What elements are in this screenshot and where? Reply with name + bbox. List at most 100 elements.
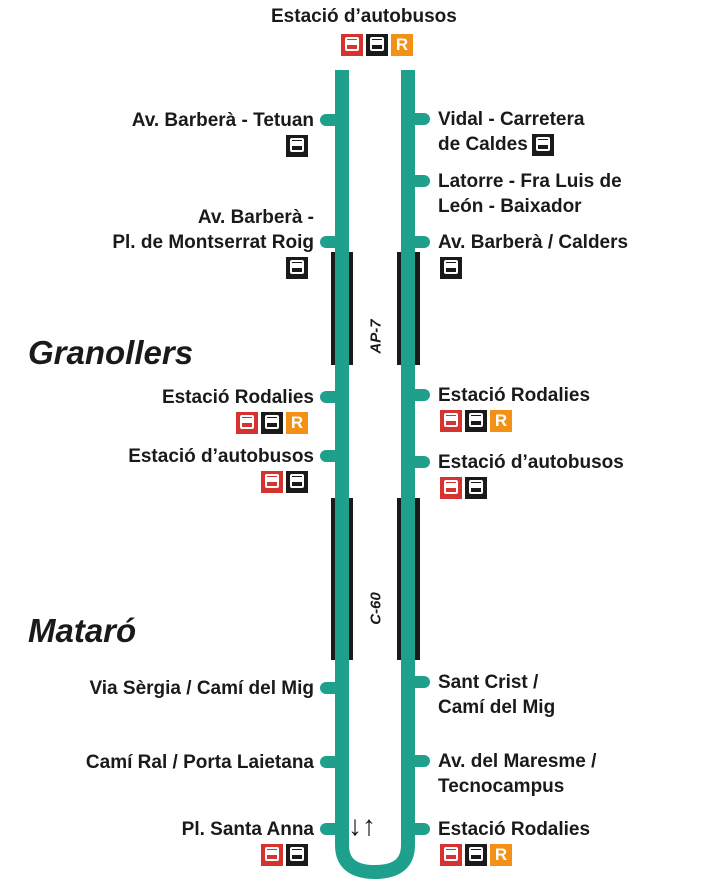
stop-name-line: Estació d’autobusos bbox=[128, 446, 314, 467]
left-stop-marker-2 bbox=[320, 391, 342, 403]
city-label-granollers: Granollers bbox=[28, 334, 194, 371]
highway-bar-0 bbox=[331, 252, 337, 365]
stop-name-line: Estació Rodalies bbox=[438, 819, 591, 840]
right-stop-label[interactable]: Av. del Maresme / Tecnocampus bbox=[438, 749, 596, 799]
bus-icon bbox=[465, 477, 487, 499]
right-stop-icons bbox=[440, 477, 487, 499]
rail-icon: R bbox=[490, 410, 512, 432]
intercity-bus-icon bbox=[440, 844, 462, 866]
stop-name-line: Sant Crist / bbox=[438, 672, 539, 693]
highway-bar-2 bbox=[397, 252, 401, 365]
stop-name-line: Av. Barberà - Tetuan bbox=[131, 110, 314, 131]
highway-bar-4 bbox=[331, 498, 337, 660]
right-stop-marker-6 bbox=[408, 755, 430, 767]
left-stop-marker-4 bbox=[320, 682, 342, 694]
highway-bar-5 bbox=[349, 498, 353, 660]
stop-name-line: Camí Ral / Porta Laietana bbox=[85, 752, 314, 773]
right-stop-marker-3 bbox=[408, 389, 430, 401]
left-stop-label[interactable]: Camí Ral / Porta Laietana bbox=[86, 750, 314, 775]
intercity-bus-icon bbox=[236, 412, 258, 434]
right-stop-icons bbox=[531, 133, 554, 156]
left-stop-label[interactable]: Estació d’autobusos bbox=[128, 444, 314, 469]
rail-icon: R bbox=[391, 34, 413, 56]
right-stop-marker-1 bbox=[408, 175, 430, 187]
bus-icon bbox=[366, 34, 388, 56]
highway-segments bbox=[331, 252, 420, 660]
stop-name-line: Latorre - Fra Luis de bbox=[438, 171, 622, 192]
right-stop-icons bbox=[440, 257, 462, 279]
stop-name-line: Av. Barberà / Calders bbox=[438, 232, 629, 253]
right-stop-label[interactable]: Estació Rodalies bbox=[438, 817, 590, 842]
top-stop-label[interactable]: Estació d’autobusos bbox=[271, 6, 457, 27]
right-stop-marker-0 bbox=[408, 113, 430, 125]
highway-label-ap7: AP-7 bbox=[367, 319, 385, 354]
stop-name-line: Camí del Mig bbox=[438, 697, 556, 718]
left-stop-label[interactable]: Av. Barberà - Pl. de Montserrat Roig bbox=[112, 205, 314, 255]
stop-name-line: Estació Rodalies bbox=[438, 385, 591, 406]
bus-icon bbox=[465, 410, 487, 432]
rail-icon: R bbox=[490, 844, 512, 866]
direction-arrows: ↓↑ bbox=[348, 810, 376, 841]
highway-bar-7 bbox=[414, 498, 420, 660]
bus-icon bbox=[286, 135, 308, 157]
right-stop-marker-7 bbox=[408, 823, 430, 835]
right-stop-label[interactable]: Estació Rodalies bbox=[438, 383, 590, 408]
right-stop-marker-2 bbox=[408, 236, 430, 248]
intercity-bus-icon bbox=[341, 34, 363, 56]
highway-bar-6 bbox=[397, 498, 401, 660]
left-stop-marker-6 bbox=[320, 823, 342, 835]
top-stop-icons: R bbox=[341, 34, 413, 56]
route-line bbox=[335, 70, 415, 880]
left-stop-label[interactable]: Estació Rodalies bbox=[162, 385, 314, 410]
stop-name-line: de Caldes bbox=[438, 132, 584, 157]
stop-markers bbox=[320, 113, 430, 835]
left-stop-label[interactable]: Pl. Santa Anna bbox=[182, 817, 314, 842]
left-stop-icons bbox=[286, 135, 308, 157]
right-stop-label[interactable]: Vidal - Carretera de Caldes bbox=[438, 107, 584, 157]
right-stop-marker-4 bbox=[408, 456, 430, 468]
left-stop-label[interactable]: Av. Barberà - Tetuan bbox=[132, 108, 314, 133]
highway-bar-1 bbox=[349, 252, 353, 365]
left-stop-marker-1 bbox=[320, 236, 342, 248]
bus-icon bbox=[261, 412, 283, 434]
bus-icon bbox=[286, 471, 308, 493]
left-stop-label[interactable]: Via Sèrgia / Camí del Mig bbox=[89, 676, 314, 701]
left-stop-marker-3 bbox=[320, 450, 342, 462]
stop-name-line: Av. Barberà - bbox=[197, 207, 314, 228]
stop-name-line: Pl. Santa Anna bbox=[181, 819, 314, 840]
stop-name-line: Pl. de Montserrat Roig bbox=[112, 232, 314, 253]
city-label-mataro: Mataró bbox=[28, 612, 137, 649]
intercity-bus-icon bbox=[440, 410, 462, 432]
right-stop-label[interactable]: Estació d’autobusos bbox=[438, 450, 624, 475]
left-stop-marker-5 bbox=[320, 756, 342, 768]
stop-name-text: de Caldes bbox=[438, 134, 528, 155]
stop-name-line: Av. del Maresme / bbox=[438, 751, 597, 772]
stop-name-line: Vidal - Carretera bbox=[438, 109, 585, 130]
left-stop-icons bbox=[286, 257, 308, 279]
highway-label-c60: C-60 bbox=[367, 592, 385, 625]
bus-icon bbox=[286, 844, 308, 866]
right-stop-marker-5 bbox=[408, 676, 430, 688]
intercity-bus-icon bbox=[440, 477, 462, 499]
right-stop-label[interactable]: Sant Crist / Camí del Mig bbox=[438, 670, 555, 720]
left-stop-icons bbox=[261, 471, 308, 493]
stop-name-line: Tecnocampus bbox=[438, 776, 565, 797]
bus-icon bbox=[440, 257, 462, 279]
bus-icon bbox=[286, 257, 308, 279]
left-stop-icons bbox=[261, 844, 308, 866]
left-stop-icons: R bbox=[236, 412, 308, 434]
right-stop-label[interactable]: Av. Barberà / Calders bbox=[438, 230, 628, 255]
left-stop-marker-0 bbox=[320, 114, 342, 126]
stop-name-line: Estació Rodalies bbox=[161, 387, 314, 408]
intercity-bus-icon bbox=[261, 471, 283, 493]
right-stop-icons: R bbox=[440, 410, 512, 432]
right-stop-icons: R bbox=[440, 844, 512, 866]
bus-icon bbox=[465, 844, 487, 866]
stop-name-line: León - Baixador bbox=[438, 196, 582, 217]
stop-name-line: Via Sèrgia / Camí del Mig bbox=[89, 678, 314, 699]
rail-icon: R bbox=[286, 412, 308, 434]
highway-bar-3 bbox=[414, 252, 420, 365]
right-stop-label[interactable]: Latorre - Fra Luis de León - Baixador bbox=[438, 169, 622, 219]
intercity-bus-icon bbox=[261, 844, 283, 866]
